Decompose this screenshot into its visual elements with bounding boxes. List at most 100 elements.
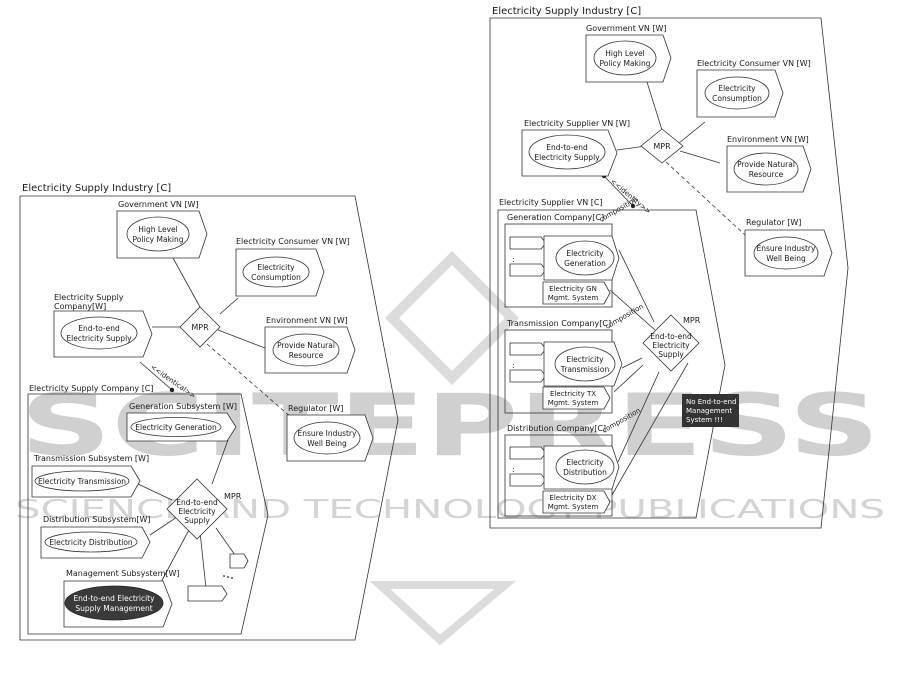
- right-supplier-c-label: Electricity Supplier VN [C]: [499, 198, 603, 207]
- left-title: Electricity Supply Industry [C]: [22, 183, 171, 194]
- left-extra-subsystem-2: [187, 585, 228, 602]
- left-environment-label: Environment VN [W]: [266, 316, 348, 325]
- right-natural-resource-ellipse: [733, 152, 799, 186]
- right-note-line3: System !!!: [686, 416, 723, 424]
- left-company-c-label: Electricity Supply Company [C]: [29, 384, 154, 393]
- right-distribution-mgmt-box: [542, 490, 611, 514]
- left-policy-line1: High Level: [138, 225, 177, 234]
- right-dx-sub-dots: :: [512, 465, 515, 474]
- right-no-management-note: [682, 394, 739, 427]
- left-mpr-label: MPR: [191, 323, 209, 332]
- left-management-line1: End-to-end Electricity: [73, 594, 155, 603]
- right-supplier-c-container: [497, 209, 726, 519]
- right-consumption-ellipse: [704, 76, 770, 110]
- right-policy-line1: High Level: [605, 49, 644, 58]
- right-identity-dot: [630, 203, 636, 209]
- left-generation-label: Generation Subsystem [W]: [129, 402, 237, 411]
- right-transmission-mgmt-box: [542, 386, 611, 410]
- right-generation-label: Generation Company[C]: [507, 213, 604, 222]
- right-distribution-label: Distribution Company[C]: [507, 424, 606, 433]
- left-hub-mpr-label: MPR: [224, 492, 242, 501]
- right-consumption-line2: Consumption: [712, 94, 762, 103]
- right-government-vn: Government VN [W] High Level Policy Maki…: [585, 24, 672, 83]
- right-policy-line2: Policy Making: [600, 59, 651, 68]
- left-wellbeing-line2: Well Being: [307, 439, 347, 448]
- left-transmission-ellipse: [34, 470, 130, 492]
- left-consumption-line2: Consumption: [251, 273, 301, 282]
- right-mpr: MPR: [640, 128, 684, 164]
- right-transmission-line1: Electricity: [566, 355, 604, 364]
- left-generation-ellipse: [130, 417, 222, 437]
- left-ellipsis-dot: [227, 576, 229, 578]
- right-transmission-label: Transmission Company[C]: [506, 319, 611, 328]
- right-transmission-ellipse: [554, 346, 616, 382]
- left-regulator: Regulator [W] Ensure Industry Well Being: [286, 404, 374, 462]
- right-tx-sub-2: [509, 369, 547, 383]
- left-connectors: [137, 257, 301, 589]
- right-consumer-label: Electricity Consumer VN [W]: [697, 59, 811, 68]
- right-supplier-composite: Electricity Supplier VN [C] Generation C…: [497, 195, 739, 519]
- right-distribution-mgmt-line1: Electricity DX: [549, 494, 596, 502]
- right-transmission-line2: Transmission: [560, 365, 610, 374]
- left-management-line2: Supply Management: [75, 604, 152, 613]
- right-government-label: Government VN [W]: [586, 24, 667, 33]
- left-consumption-ellipse: [242, 256, 310, 288]
- left-e2e-supply-ellipse: [60, 316, 138, 350]
- left-hub-diamond: [166, 478, 228, 540]
- left-natural-resource-line1: Provide Natural: [277, 341, 335, 350]
- left-company-vn: Electricity Supply Company[W] End-to-end…: [53, 293, 153, 358]
- right-industry-container: [489, 17, 849, 529]
- left-policy-line2: Policy Making: [133, 235, 184, 244]
- left-diagram: Electricity Supply Industry [C] <<identi…: [19, 183, 399, 641]
- right-supplier-vn: Electricity Supplier VN [W] End-to-end E…: [521, 119, 630, 177]
- right-hub-line3: Supply: [658, 350, 684, 359]
- left-extra-subsystem-1: [229, 553, 249, 569]
- left-natural-resource-ellipse: [272, 333, 340, 367]
- left-hub-line3: Supply: [184, 516, 210, 525]
- left-regulator-label: Regulator [W]: [288, 404, 343, 413]
- left-industry-wellbeing-ellipse: [293, 421, 361, 455]
- left-generation-text: Electricity Generation: [135, 423, 217, 432]
- right-industry-wellbeing-ellipse: [753, 236, 819, 270]
- left-consumer-label: Electricity Consumer VN [W]: [236, 237, 350, 246]
- right-hub-mpr-label: MPR: [683, 316, 701, 325]
- right-policy-ellipse: [593, 40, 657, 76]
- right-generation-line2: Generation: [564, 259, 606, 268]
- right-regulator-label: Regulator [W]: [746, 218, 801, 227]
- watermark: SCITEPRESS SCIENCE AND TECHNOLOGY PUBLIC…: [15, 250, 885, 646]
- left-ellipsis-dot: [223, 575, 225, 577]
- left-e2e-supply-line2: Electricity Supply: [66, 334, 132, 343]
- right-gen-sub-2: [509, 263, 547, 277]
- left-transmission-text: Electricity Transmission: [38, 477, 126, 486]
- right-environment-label: Environment VN [W]: [727, 135, 809, 144]
- right-transmission-mgmt-line2: Mgmt. System: [548, 399, 599, 407]
- left-consumption-line1: Electricity: [257, 263, 295, 272]
- left-mpr: MPR: [179, 306, 221, 348]
- right-regulator: Regulator [W] Ensure Industry Well Being: [744, 218, 833, 277]
- right-generation-ellipse: [555, 240, 615, 276]
- left-distribution-text: Electricity Distribution: [49, 538, 133, 547]
- watermark-tagline: SCIENCE AND TECHNOLOGY PUBLICATIONS: [15, 495, 885, 525]
- left-distribution-label: Distribution Subsystem[W]: [43, 515, 151, 524]
- left-management-ellipse: [64, 585, 164, 621]
- right-gen-sub-dots: :: [512, 255, 515, 264]
- right-mpr-label: MPR: [653, 142, 671, 151]
- right-distribution-line2: Distribution: [563, 468, 607, 477]
- left-hub-line2: Electricity: [178, 507, 216, 516]
- left-hub-line1: End-to-end: [176, 498, 218, 507]
- right-note-line2: Management: [686, 407, 732, 415]
- right-wellbeing-line2: Well Being: [766, 254, 806, 263]
- right-tx-sub-1: [509, 342, 547, 356]
- right-hub-line1: End-to-end: [650, 332, 692, 341]
- watermark-diamond: [384, 250, 520, 386]
- left-environment-vn: Environment VN [W] Provide Natural Resou…: [264, 316, 356, 374]
- left-mpr-diamond: [179, 306, 221, 348]
- left-consumer-vn: Electricity Consumer VN [W] Electricity …: [235, 237, 350, 297]
- left-wellbeing-line1: Ensure Industry: [298, 429, 357, 438]
- right-connectors: [601, 81, 746, 496]
- right-distribution-line1: Electricity: [566, 458, 604, 467]
- left-natural-resource-line2: Resource: [289, 351, 324, 360]
- right-dx-sub-2: [509, 473, 547, 487]
- left-management-label: Management Subsystem[W]: [66, 569, 180, 578]
